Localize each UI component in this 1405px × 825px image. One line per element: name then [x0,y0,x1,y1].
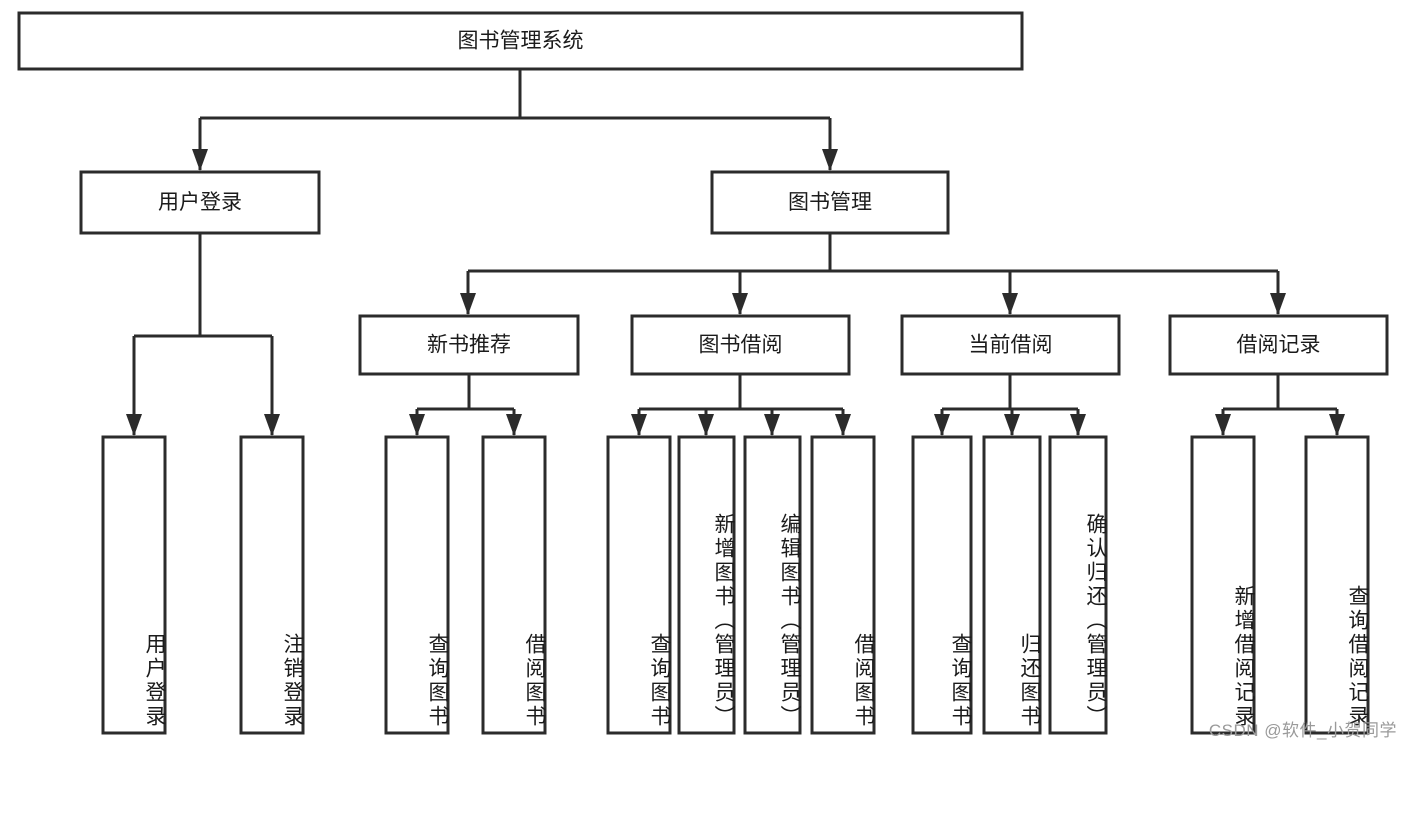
node-box-book-borrow[interactable] [630,314,851,376]
connector-layer [126,69,1345,436]
arrow-head-icon-leaf-confirm-return-admin [1070,414,1086,436]
arrow-head-icon-leaf-edit-book-admin [764,414,780,436]
arrow-head-icon-leaf-query-book-borrow [631,414,647,436]
arrow-head-icon-leaf-user-login [126,414,142,436]
node-box-leaf-user-login[interactable] [101,435,167,735]
arrow-head-icon-leaf-borrow-book-borrow [835,414,851,436]
node-box-leaf-confirm-return-admin[interactable] [1048,435,1108,735]
node-label-user-login: 用户登录 [158,191,242,214]
hierarchy-diagram: 图书管理系统用户登录图书管理新书推荐图书借阅当前借阅借阅记录 用户登录注销登录查… [17,11,1397,740]
node-box-leaf-borrow-book-borrow[interactable] [810,435,876,735]
arrow-head-icon-leaf-logout-login [264,414,280,436]
arrow-head-icon-borrow-record [1270,293,1286,315]
node-label-book-manage: 图书管理 [788,191,872,214]
arrow-head-icon-leaf-borrow-book-recommend [506,414,522,436]
node-box-current-borrow[interactable] [900,314,1121,376]
node-box-user-login[interactable] [79,170,321,235]
arrow-head-icon-leaf-add-borrow-record [1215,414,1231,436]
node-box-borrow-record[interactable] [1168,314,1389,376]
node-label-current-borrow: 当前借阅 [969,334,1053,357]
node-box-leaf-add-book-admin[interactable] [677,435,736,735]
arrow-head-icon-new-book-recommend [460,293,476,315]
node-box-leaf-borrow-book-recommend[interactable] [481,435,547,735]
arrow-head-icon-leaf-query-borrow-record [1329,414,1345,436]
node-box-leaf-logout-login[interactable] [239,435,305,735]
arrow-head-icon-leaf-query-book-current [934,414,950,436]
node-box-root[interactable] [17,11,1024,71]
arrow-head-icon-leaf-query-book-recommend [409,414,425,436]
node-label-borrow-record: 借阅记录 [1237,334,1321,357]
arrow-head-icon-book-borrow [732,293,748,315]
node-box-new-book-recommend[interactable] [358,314,580,376]
watermark-text: CSDN @软件_小贺同学 [1208,721,1397,740]
node-box-leaf-query-book-recommend[interactable] [384,435,450,735]
node-label-root: 图书管理系统 [458,30,584,53]
node-box-leaf-return-book[interactable] [982,435,1042,735]
node-box-leaf-query-book-current[interactable] [911,435,973,735]
node-label-new-book-recommend: 新书推荐 [427,334,511,357]
arrow-head-icon-current-borrow [1002,293,1018,315]
arrow-head-icon-leaf-return-book [1004,414,1020,436]
arrow-head-icon-leaf-add-book-admin [698,414,714,436]
node-box-leaf-query-book-borrow[interactable] [606,435,672,735]
node-box-leaf-add-borrow-record[interactable] [1190,435,1256,735]
node-box-leaf-edit-book-admin[interactable] [743,435,802,735]
node-layer [17,11,1389,735]
node-box-book-manage[interactable] [710,170,950,235]
node-label-book-borrow: 图书借阅 [699,334,783,357]
arrow-head-icon-book-manage [822,149,838,171]
node-box-leaf-query-borrow-record[interactable] [1304,435,1370,735]
arrow-head-icon-user-login [192,149,208,171]
